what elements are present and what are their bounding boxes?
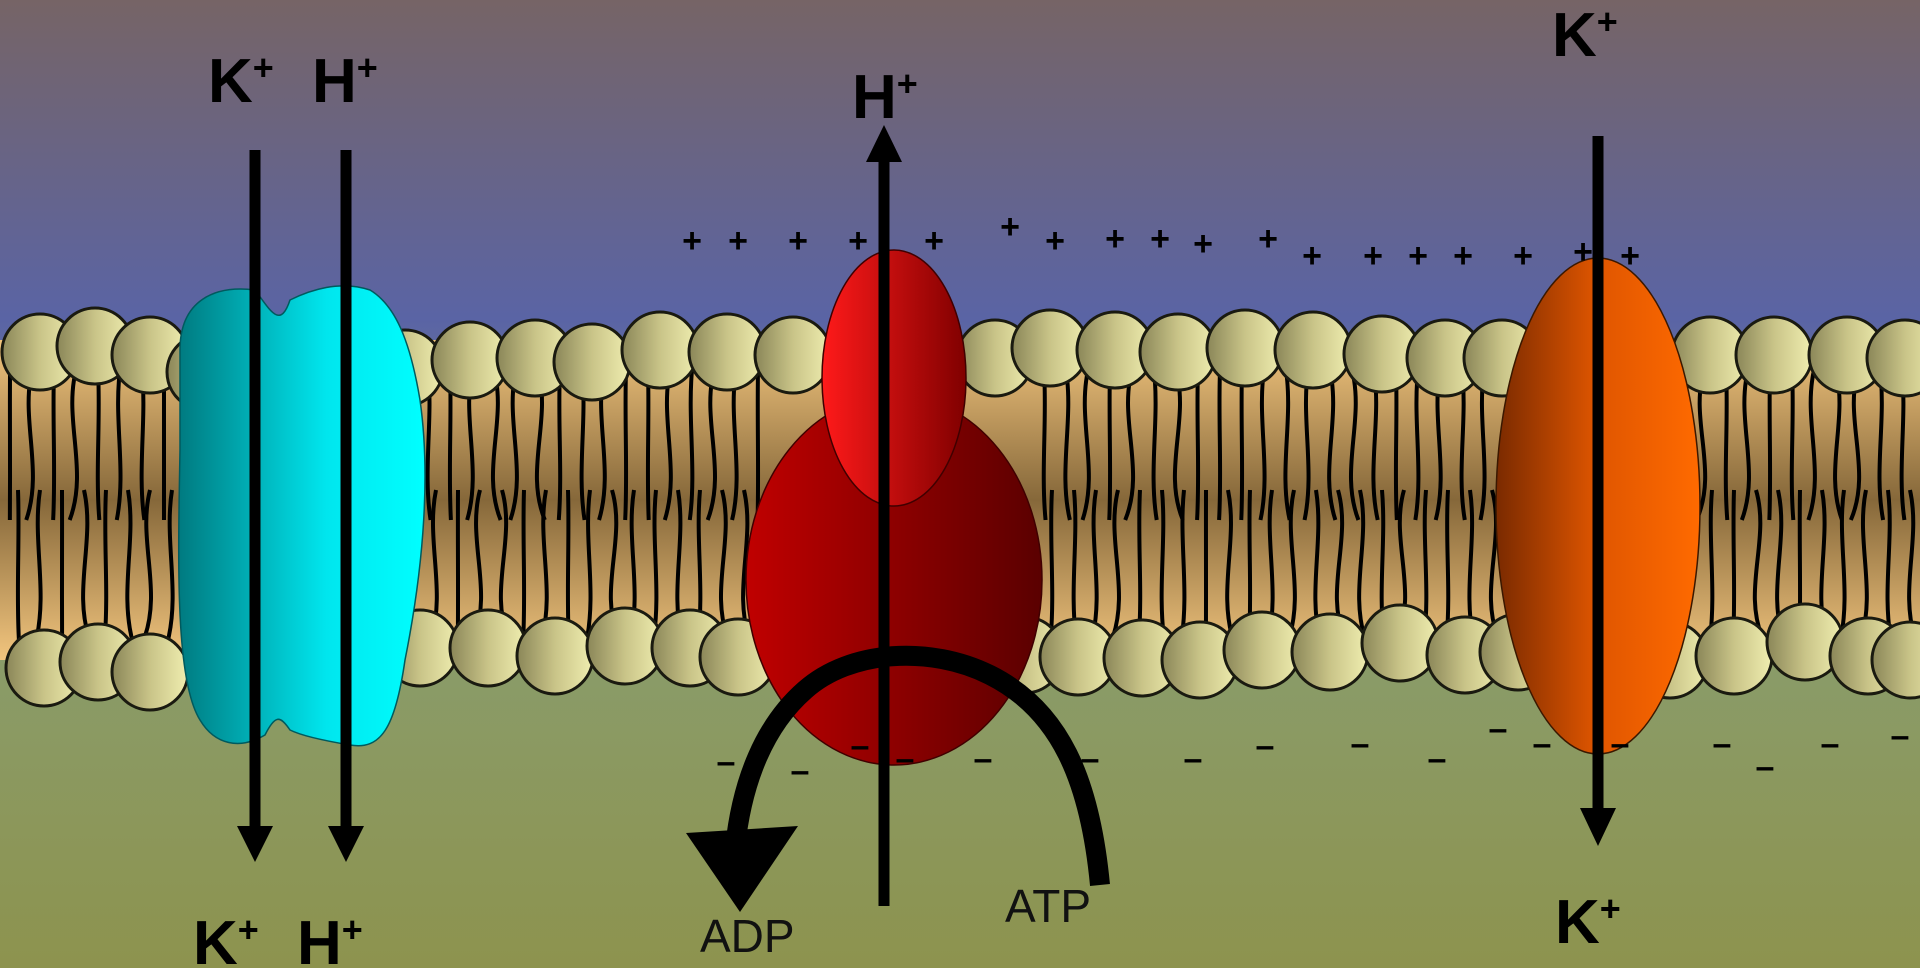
positive-charge: +: [1150, 220, 1170, 258]
lipid-tail: [1051, 490, 1053, 640]
negative-charge: –: [1351, 725, 1370, 763]
positive-charge: +: [1513, 237, 1533, 275]
positive-charge: +: [728, 222, 748, 260]
lipid-tail: [1415, 370, 1418, 520]
positive-charge: +: [1193, 225, 1213, 263]
negative-charge: –: [1533, 725, 1552, 763]
lipid-tail: [523, 490, 524, 640]
positive-charge: +: [1408, 237, 1428, 275]
positive-charge: +: [1258, 220, 1278, 258]
positive-charge: +: [682, 222, 702, 260]
proton-pump-head: [822, 250, 966, 506]
lipid-tail: [1726, 370, 1727, 520]
negative-charge: –: [1489, 710, 1508, 748]
lipid-tail: [53, 370, 54, 520]
lipid-tail: [625, 370, 626, 520]
lipid-head: [622, 312, 698, 388]
lipid-head: [1362, 605, 1438, 681]
lipid-tail: [1241, 370, 1242, 520]
lipid-tail: [648, 370, 649, 520]
lipid-tail: [1219, 370, 1220, 520]
lipid-head: [1275, 312, 1351, 388]
lipid-tail: [1181, 490, 1184, 640]
lipid-tail: [758, 370, 759, 520]
negative-charge: –: [1081, 740, 1100, 778]
positive-charge: +: [1363, 237, 1383, 275]
positive-charge: +: [1105, 220, 1125, 258]
positive-charge: +: [1620, 237, 1640, 275]
negative-charge: –: [974, 740, 993, 778]
negative-charge: –: [717, 743, 736, 781]
lipid-head: [1224, 612, 1300, 688]
negative-charge: –: [896, 740, 915, 778]
antiporter-protein: [179, 286, 425, 746]
positive-charge: +: [1045, 222, 1065, 260]
lipid-tail: [98, 370, 100, 520]
lipid-tail: [568, 490, 569, 640]
lipid-tail: [105, 490, 107, 640]
lipid-head: [1696, 618, 1772, 694]
positive-charge: +: [1573, 233, 1593, 271]
lipid-head: [1207, 310, 1283, 386]
negative-charge: –: [1428, 740, 1447, 778]
positive-charge: +: [848, 222, 868, 260]
lipid-tail: [1139, 490, 1141, 640]
lipid-tail: [1162, 490, 1165, 640]
lipid-tail: [653, 490, 656, 640]
negative-charge: –: [851, 727, 870, 765]
lipid-head: [689, 314, 765, 390]
atp-label: ATP: [1005, 880, 1091, 932]
lipid-head: [755, 317, 831, 393]
adp-label: ADP: [700, 910, 795, 962]
lipid-tail: [1792, 370, 1794, 520]
negative-charge: –: [1756, 748, 1775, 786]
positive-charge: +: [1000, 208, 1020, 246]
lipid-head: [1736, 317, 1812, 393]
negative-charge: –: [1184, 740, 1203, 778]
positive-charge: +: [924, 222, 944, 260]
lipid-tail: [1710, 490, 1712, 640]
negative-charge: –: [791, 752, 810, 790]
lipid-tail: [18, 490, 19, 640]
lipid-head: [1292, 614, 1368, 690]
lipid-tail: [1446, 490, 1448, 640]
negative-charge: –: [1713, 725, 1732, 763]
lipid-tail: [1109, 370, 1110, 520]
lipid-tail: [1197, 370, 1198, 520]
lipid-head: [1140, 314, 1216, 390]
lipid-head: [554, 324, 630, 400]
negative-charge: –: [1256, 727, 1275, 765]
positive-charge: +: [1302, 237, 1322, 275]
lipid-tail: [690, 370, 693, 520]
lipid-head: [112, 634, 188, 710]
negative-charge: –: [1821, 725, 1840, 763]
lipid-tail: [1396, 370, 1397, 520]
negative-charge: –: [1891, 717, 1910, 755]
lipid-head: [450, 610, 526, 686]
lipid-head: [517, 618, 593, 694]
positive-charge: +: [788, 222, 808, 260]
lipid-tail: [559, 370, 560, 520]
positive-charge: +: [1453, 237, 1473, 275]
negative-charge: –: [1611, 725, 1630, 763]
lipid-tail: [1044, 370, 1046, 520]
lipid-tail: [1074, 490, 1077, 640]
